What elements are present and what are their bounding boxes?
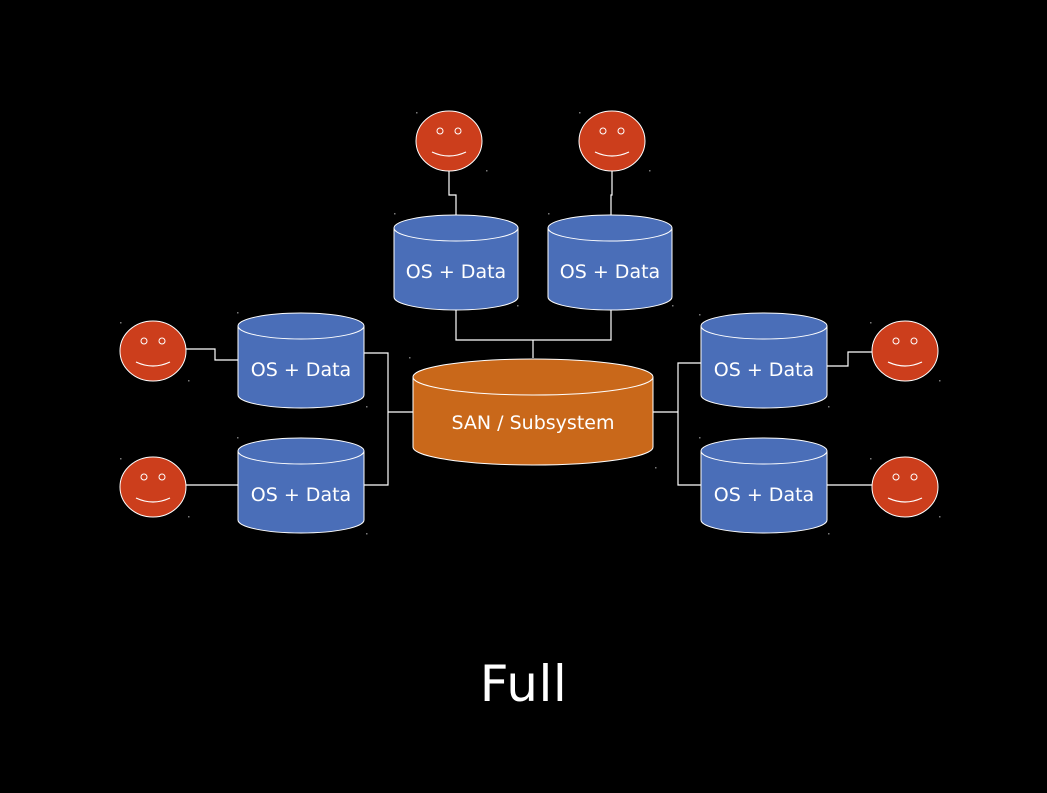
disk-label: OS + Data xyxy=(714,484,814,506)
disk-label: OS + Data xyxy=(560,261,660,283)
face-eye-left xyxy=(140,337,148,345)
san-label: SAN / Subsystem xyxy=(452,412,615,434)
disk-top-left: OS + Data xyxy=(393,214,519,311)
face-smile xyxy=(887,497,923,503)
smiley-face-icon xyxy=(578,110,646,172)
connector-disk-top-right-san xyxy=(533,310,612,341)
face-eye-right xyxy=(910,337,918,345)
connector-disk-top-left-san xyxy=(455,310,533,341)
san-top xyxy=(412,358,654,396)
connector-user-left-upper xyxy=(186,348,240,361)
disk-top xyxy=(393,214,519,242)
face-eye-right xyxy=(910,473,918,481)
disk-top xyxy=(700,437,828,465)
disk-body xyxy=(237,325,365,409)
face-eye-right xyxy=(158,473,166,481)
disk-top xyxy=(700,312,828,340)
disk-top xyxy=(547,214,673,242)
connector-user-top-left xyxy=(448,166,457,215)
disk-left-lower: OS + Data xyxy=(237,437,365,534)
selection-specks xyxy=(120,112,941,535)
disk-label: OS + Data xyxy=(251,359,351,381)
slide-caption: Full xyxy=(479,655,568,713)
user-group xyxy=(119,110,939,518)
disk-label: OS + Data xyxy=(251,484,351,506)
disk-group: OS + Data OS + Data OS + Data OS + Data OS +… xyxy=(237,214,828,534)
face-eye-left xyxy=(599,127,607,135)
face-eye-right xyxy=(158,337,166,345)
face-smile xyxy=(431,151,467,157)
connector-disk-left-san xyxy=(364,352,389,486)
smiley-face-icon xyxy=(119,456,187,518)
face-eye-left xyxy=(436,127,444,135)
connector-user-top-right xyxy=(610,166,613,215)
face-circle xyxy=(578,110,646,172)
connector-disk-right-san xyxy=(677,362,701,486)
smiley-face-icon xyxy=(119,320,187,382)
smiley-face-icon xyxy=(415,110,483,172)
face-circle xyxy=(119,320,187,382)
face-eye-right xyxy=(617,127,625,135)
disk-body xyxy=(237,450,365,534)
face-eye-left xyxy=(140,473,148,481)
disk-left-upper: OS + Data xyxy=(237,312,365,409)
disk-right-upper: OS + Data xyxy=(700,312,828,409)
disk-body xyxy=(393,227,519,311)
smiley-face-icon xyxy=(871,320,939,382)
san-body xyxy=(412,376,654,466)
face-smile xyxy=(594,151,630,157)
face-eye-right xyxy=(454,127,462,135)
san-subsystem: SAN / Subsystem xyxy=(412,358,654,466)
disk-body xyxy=(700,325,828,409)
disk-body xyxy=(547,227,673,311)
disk-right-lower: OS + Data xyxy=(700,437,828,534)
disk-label: OS + Data xyxy=(714,359,814,381)
face-eye-left xyxy=(892,473,900,481)
connector-lines xyxy=(186,166,872,486)
face-circle xyxy=(871,456,939,518)
face-circle xyxy=(871,320,939,382)
face-smile xyxy=(135,497,171,503)
face-circle xyxy=(415,110,483,172)
face-eye-left xyxy=(892,337,900,345)
disk-body xyxy=(700,450,828,534)
disk-label: OS + Data xyxy=(406,261,506,283)
smiley-face-icon xyxy=(871,456,939,518)
face-smile xyxy=(135,361,171,367)
disk-top xyxy=(237,312,365,340)
disk-top-right: OS + Data xyxy=(547,214,673,311)
face-smile xyxy=(887,361,923,367)
connector-user-right-upper xyxy=(826,351,872,367)
face-circle xyxy=(119,456,187,518)
disk-top xyxy=(237,437,365,465)
